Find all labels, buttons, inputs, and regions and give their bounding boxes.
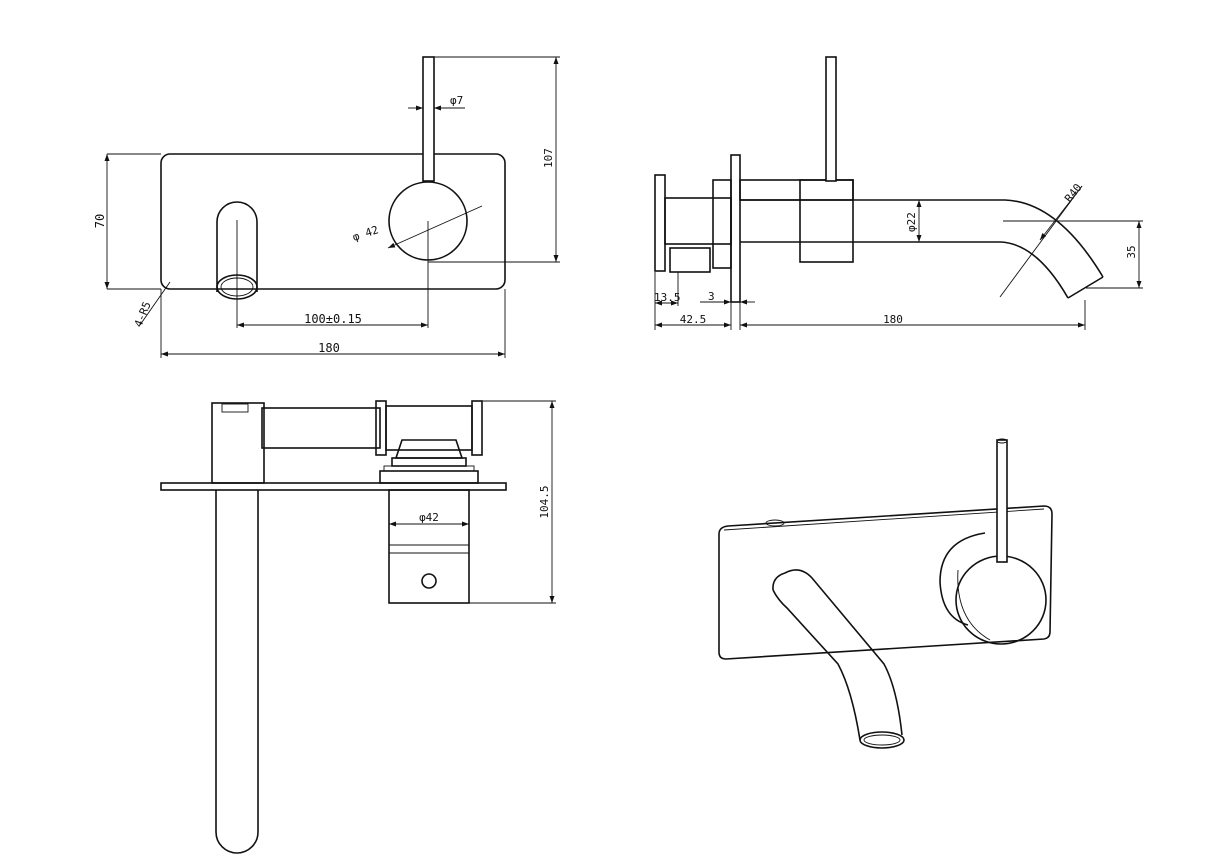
iso-plate: [718, 505, 1053, 660]
side-wall-plate: [730, 154, 741, 303]
dim-front-width: 180: [318, 341, 340, 355]
dim-side-projection: 180: [883, 313, 903, 326]
dim-front-lever-dia: φ7: [450, 94, 463, 107]
dim-front-center-distance: 100±0.15: [304, 312, 362, 326]
side-lever: [825, 56, 837, 182]
dim-side-a: 13.5: [654, 291, 681, 304]
dim-side-b: 3: [708, 290, 715, 303]
top-spout: [215, 490, 259, 854]
dim-side-drop: 35: [1125, 245, 1138, 258]
top-view: φ42 104.5: [160, 400, 556, 854]
top-plate: [160, 482, 507, 491]
iso-lever: [996, 439, 1008, 563]
dim-front-total-height: 107: [542, 148, 555, 168]
side-spout: [740, 199, 1104, 278]
dim-side-depth: 42.5: [680, 313, 707, 326]
dim-top-body-dia: φ42: [419, 511, 439, 524]
front-lever: [422, 56, 435, 182]
dim-front-corner-radius: 4-R5: [132, 300, 154, 329]
side-view: φ22 R40 35 13.5 3 42.5 180: [654, 56, 1143, 330]
dim-front-knob-dia: φ 42: [351, 223, 380, 244]
dim-side-spout-dia: φ22: [905, 212, 918, 232]
front-plate: [160, 153, 506, 290]
dim-side-bend-radius: R40: [1062, 181, 1084, 205]
top-valve-body: [388, 489, 470, 604]
iso-knob: [955, 555, 1047, 645]
front-view: 70 107 φ7 φ 42 4-R5 100±0.15 180: [93, 56, 560, 358]
dim-front-height: 70: [93, 214, 107, 228]
dim-top-height: 104.5: [538, 485, 551, 518]
front-spout: [216, 201, 258, 292]
iso-view: [718, 438, 1053, 749]
iso-spout: [784, 569, 903, 736]
